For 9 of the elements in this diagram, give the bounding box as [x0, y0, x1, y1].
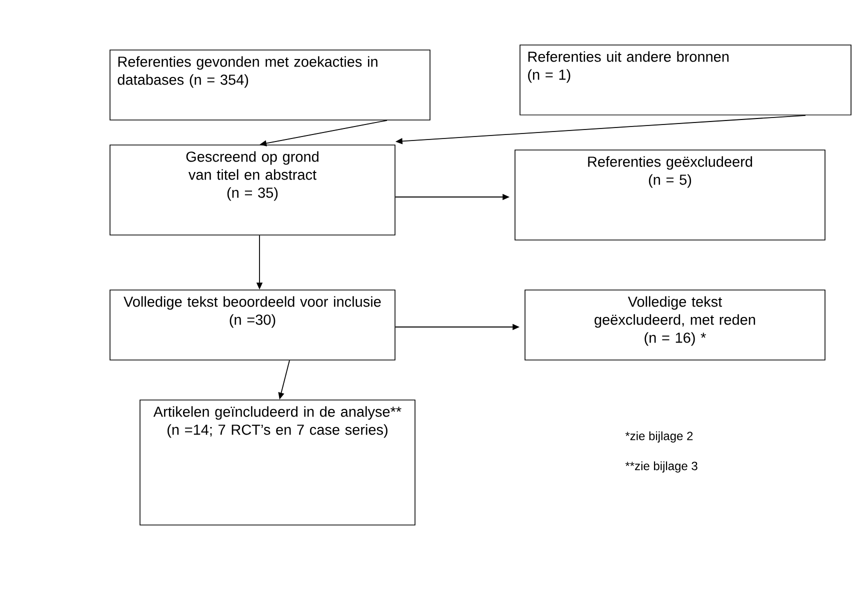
process-box: Volledige tekst beoordeeld voor inclusie (n =30) — [110, 290, 396, 360]
note: *zie bijlage 2 — [625, 431, 693, 443]
process-box: Volledige tekst geëxcludeerd, met reden (n = 16) * — [524, 290, 826, 360]
process-box: Artikelen geïncludeerd in de analyse** (n =14; 7 RCT’s en 7 case series) — [140, 400, 416, 526]
process-box: Referenties gevonden met zoekacties in databases (n = 354) — [110, 50, 430, 120]
process-box: Referenties uit andere bronnen (n = 1) — [520, 44, 852, 116]
process-box: Gescreend op grond van titel en abstract (n = 35) — [110, 144, 396, 236]
process-box: Referenties geëxcludeerd (n = 5) — [514, 150, 826, 240]
note: **zie bijlage 3 — [625, 461, 698, 473]
